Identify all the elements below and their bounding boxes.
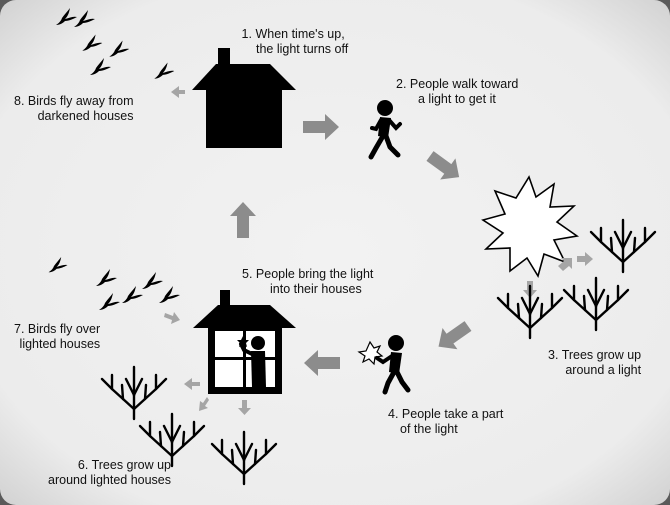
- walking-person-icon: [368, 100, 402, 160]
- step-3-caption: 3. Trees grow up around a light: [548, 348, 642, 377]
- step-7-caption: 7. Birds fly over lighted houses: [14, 322, 101, 351]
- step-4-caption: 4. People take a part of the light: [388, 407, 504, 436]
- dark-house-icon: [192, 48, 296, 148]
- step-8-caption: 8. Birds fly away from darkened houses: [14, 94, 134, 123]
- starburst-light-icon: [481, 175, 580, 278]
- step-2-caption: 2. People walk toward a light to get it: [396, 77, 519, 106]
- step-5-caption: 5. People bring the light into their hou…: [242, 267, 374, 296]
- step-6-caption: 6. Trees grow up around lighted houses: [48, 458, 172, 487]
- house-tree-arrows: [164, 86, 251, 415]
- step-1-caption: 1. When time's up, the light turns off: [241, 27, 349, 56]
- person-carrying-light-icon: [357, 335, 411, 395]
- lighted-house-icon: [193, 290, 296, 394]
